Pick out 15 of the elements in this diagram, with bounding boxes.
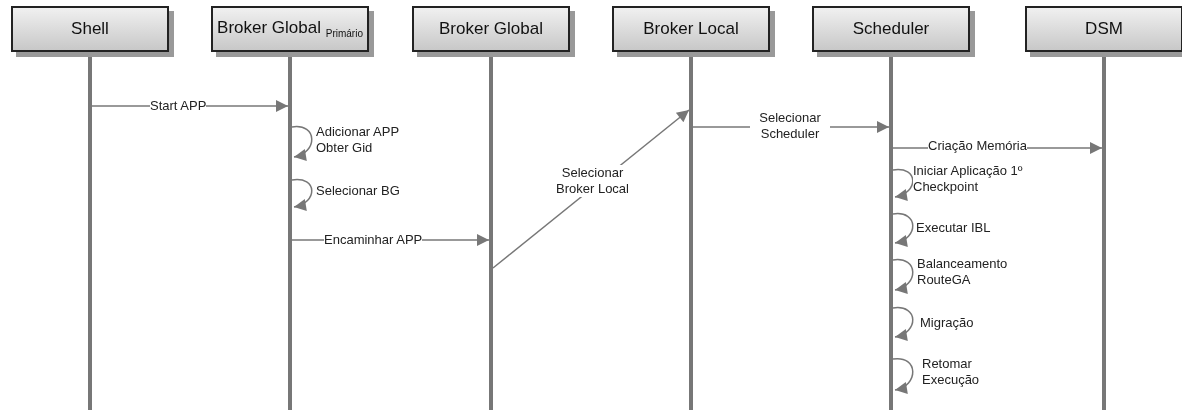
- edge-label: Migração: [920, 315, 974, 331]
- participant-name: Broker Global: [439, 19, 543, 39]
- self-message-arrow: [291, 125, 313, 160]
- participant-name: Broker Global $_{Primário}$: [217, 18, 363, 40]
- self-message-arrow: [892, 357, 914, 393]
- participant-name: Scheduler: [852, 19, 930, 39]
- self-message-arrow: [291, 178, 313, 210]
- edge-label: Criação Memória: [928, 138, 1027, 154]
- self-message-arrow: [892, 258, 914, 293]
- participant-name: Broker Local: [643, 19, 739, 39]
- self-message-arrow: [892, 212, 914, 246]
- self-message-arrow: [892, 168, 914, 200]
- self-message-arrow: [892, 306, 914, 340]
- participant-name: DSM: [1085, 19, 1123, 39]
- participant-name: Shell: [71, 19, 109, 39]
